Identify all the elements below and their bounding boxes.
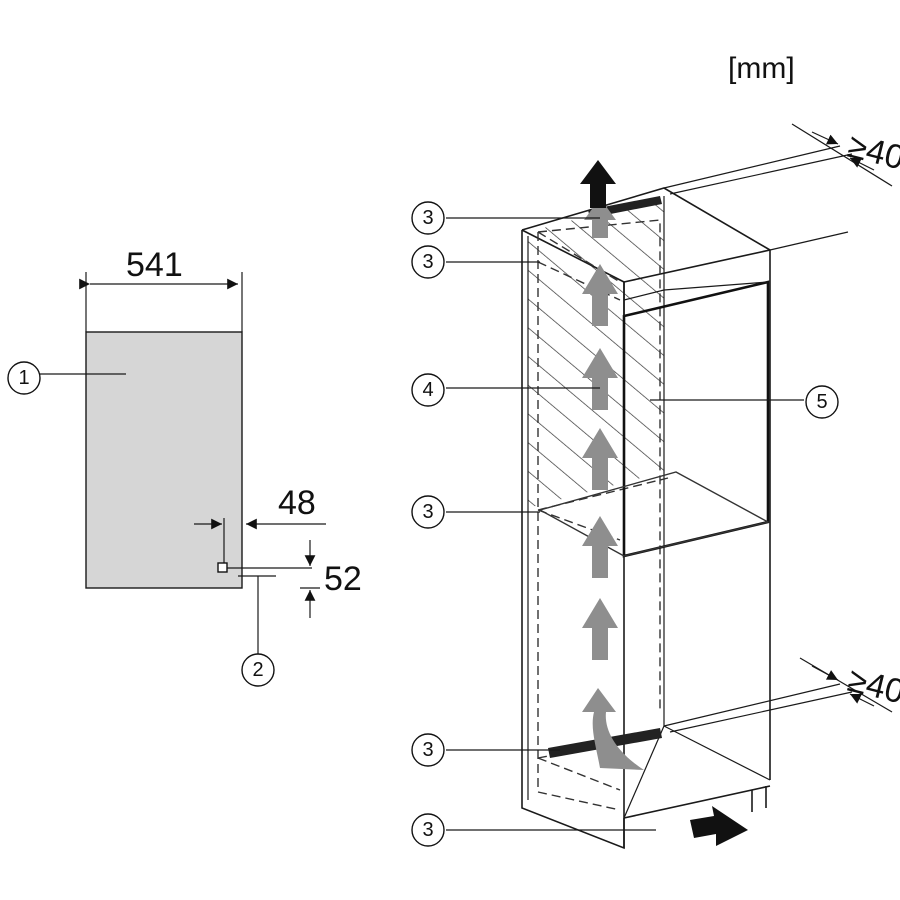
dim-offset-y: 52	[324, 560, 362, 598]
airflow-arrow-icon	[582, 348, 618, 410]
appliance-dashed-bottom	[537, 757, 621, 791]
airflow-curve-arrow-icon	[582, 688, 644, 770]
gap-top-dimension: ≥40	[844, 127, 900, 178]
dim-panel-width: 541	[126, 246, 183, 284]
gap-bottom-arrow-a	[811, 665, 839, 681]
callout-3d: 3	[422, 739, 433, 761]
callout-2: 2	[252, 659, 263, 681]
connection-point-icon	[217, 562, 228, 573]
callout-3e: 3	[422, 819, 433, 841]
gap-top-line-a	[663, 145, 841, 189]
intake-arrow-icon	[690, 806, 748, 846]
cabinet: ≥40 ≥40	[411, 123, 900, 850]
gap-top-line-c	[669, 153, 853, 195]
gap-top-arrow-a	[811, 131, 839, 145]
airflow-arrow-icon	[582, 264, 618, 326]
gap-bottom-ext	[799, 657, 893, 713]
callout-1-circle	[7, 361, 41, 395]
callout-1: 1	[18, 367, 29, 389]
callout-3b-circle	[411, 245, 445, 279]
dim-offset-x: 48	[278, 484, 316, 522]
gap-top-line-b	[769, 231, 849, 251]
callout-3c: 3	[422, 501, 433, 523]
airflow-arrow-icon	[582, 428, 618, 490]
appliance-dashed-left	[537, 232, 621, 811]
airflow-arrow-icon	[582, 598, 618, 660]
callout-4-circle	[411, 373, 445, 407]
callout-5-circle	[805, 385, 839, 419]
airflow-arrow-icon	[582, 516, 618, 578]
lower-floor-back	[663, 725, 771, 781]
callout-3a: 3	[422, 207, 433, 229]
callout-4: 4	[422, 379, 433, 401]
gap-top-arrow-b	[849, 157, 875, 171]
lower-floor-diag	[623, 725, 665, 819]
gap-bottom-line-b	[669, 691, 853, 733]
callout-3b: 3	[422, 251, 433, 273]
gap-bottom-line-a	[663, 683, 841, 727]
callout-3a-circle	[411, 201, 445, 235]
gap-top-ext	[791, 123, 893, 187]
panel-rect	[85, 331, 243, 589]
callout-3c-circle	[411, 495, 445, 529]
gap-bottom-dimension: ≥40	[844, 661, 900, 712]
callout-3e-circle	[411, 813, 445, 847]
ventilation-area	[528, 196, 664, 508]
exhaust-arrow-icon	[580, 160, 616, 208]
back-panel: 541 48 52 1 2	[7, 246, 362, 687]
callout-5: 5	[816, 391, 827, 413]
niche-top-inner	[623, 281, 769, 301]
housing-front-left-top	[521, 229, 625, 283]
gap-bottom-arrow-b	[849, 693, 875, 707]
housing-front-bottom	[623, 785, 771, 819]
callout-3d-circle	[411, 733, 445, 767]
housing-front-top	[623, 249, 771, 283]
callout-2-circle	[241, 653, 275, 687]
unit-label: [mm]	[728, 52, 795, 85]
appliance-dashed-top-left	[537, 231, 621, 283]
